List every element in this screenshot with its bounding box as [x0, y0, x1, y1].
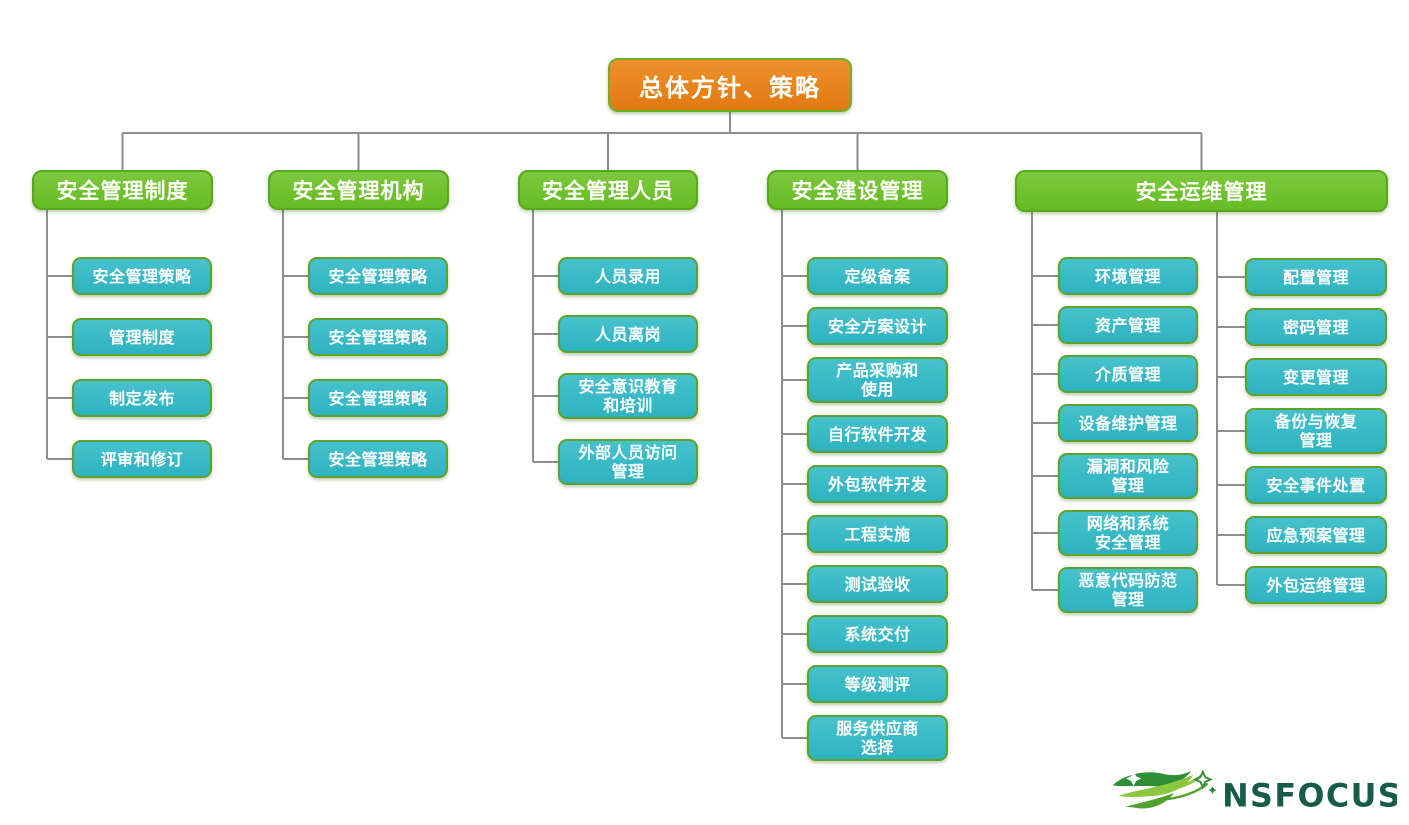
nsfocus-wordmark: NSFOCUS: [1222, 778, 1397, 814]
tree-node: 资产管理: [1058, 306, 1198, 344]
tree-node: 外包运维管理: [1245, 566, 1387, 604]
tree-node: 变更管理: [1245, 358, 1387, 396]
tree-node: 等级测评: [807, 665, 948, 703]
tree-node: 恶意代码防范 管理: [1058, 567, 1198, 613]
tree-node: 管理制度: [72, 318, 212, 356]
tree-node: 自行软件开发: [807, 415, 948, 453]
tree-node: 安全意识教育 和培训: [558, 373, 698, 419]
branch-header: 安全管理人员: [518, 170, 698, 210]
tree-node: 安全管理策略: [308, 318, 448, 356]
tree-node: 安全管理策略: [72, 257, 212, 295]
branch-header: 安全建设管理: [767, 170, 948, 210]
nsfocus-logo: NSFOCUS: [1112, 769, 1397, 814]
tree-node: 外包软件开发: [807, 465, 948, 503]
tree-node: 工程实施: [807, 515, 948, 553]
tree-node: 系统交付: [807, 615, 948, 653]
tree-node: 人员录用: [558, 257, 698, 295]
nsfocus-flag-icon: [1112, 769, 1217, 809]
tree-node: 漏洞和风险 管理: [1058, 453, 1198, 499]
tree-node: 安全管理策略: [308, 257, 448, 295]
branch-header: 安全管理制度: [32, 170, 213, 210]
tree-node: 备份与恢复 管理: [1245, 408, 1387, 454]
tree-node: 外部人员访问 管理: [558, 439, 698, 485]
tree-node: 应急预案管理: [1245, 516, 1387, 554]
tree-node: 环境管理: [1058, 257, 1198, 295]
tree-node: 安全方案设计: [807, 307, 948, 345]
tree-node: 安全管理策略: [308, 440, 448, 478]
tree-node: 定级备案: [807, 257, 948, 295]
branch-header: 安全运维管理: [1015, 170, 1388, 212]
tree-node: 人员离岗: [558, 315, 698, 353]
tree-node: 密码管理: [1245, 308, 1387, 346]
tree-node: 产品采购和 使用: [807, 357, 948, 403]
tree-node: 介质管理: [1058, 355, 1198, 393]
tree-node: 测试验收: [807, 565, 948, 603]
tree-node: 网络和系统 安全管理: [1058, 510, 1198, 556]
tree-node: 评审和修订: [72, 440, 212, 478]
root-node: 总体方针、策略: [608, 58, 852, 112]
tree-node: 服务供应商 选择: [807, 715, 948, 761]
tree-node: 安全管理策略: [308, 379, 448, 417]
branch-header: 安全管理机构: [268, 170, 449, 210]
tree-node: 安全事件处置: [1245, 466, 1387, 504]
tree-node: 设备维护管理: [1058, 404, 1198, 442]
tree-node: 配置管理: [1245, 258, 1387, 296]
tree-node: 制定发布: [72, 379, 212, 417]
